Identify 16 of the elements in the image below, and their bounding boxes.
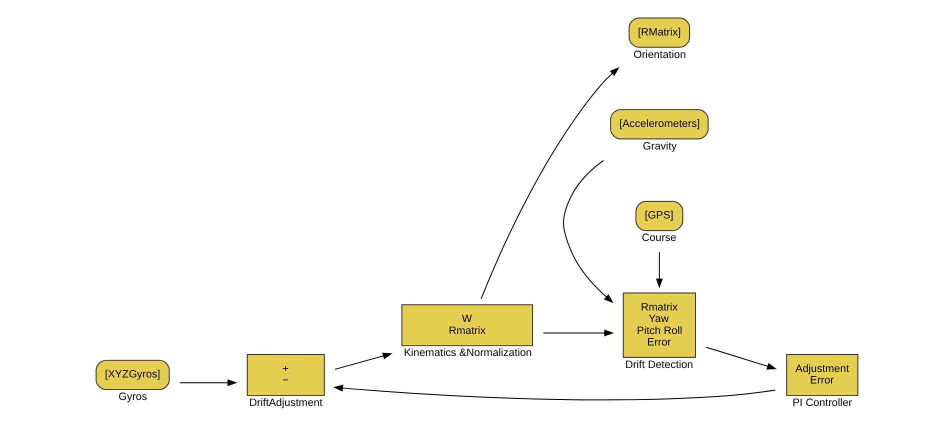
arrow xyxy=(480,67,619,300)
node-label: PI Controller xyxy=(792,396,852,409)
node-label: Orientation xyxy=(633,48,686,61)
node-label: Drift Detection xyxy=(624,358,693,371)
arrow xyxy=(332,384,776,400)
arrow xyxy=(542,330,614,336)
arrow xyxy=(562,160,614,304)
arrow xyxy=(178,379,237,386)
node-label: Course xyxy=(641,232,676,244)
node-label: DriftAdjustment xyxy=(248,396,322,409)
node-label: Kinematics &Normalization xyxy=(403,347,532,360)
node-label: Gyros xyxy=(118,391,147,404)
arrow xyxy=(334,352,392,370)
node-label: Gravity xyxy=(642,140,676,152)
arrow xyxy=(655,252,662,288)
arrow xyxy=(705,346,776,370)
